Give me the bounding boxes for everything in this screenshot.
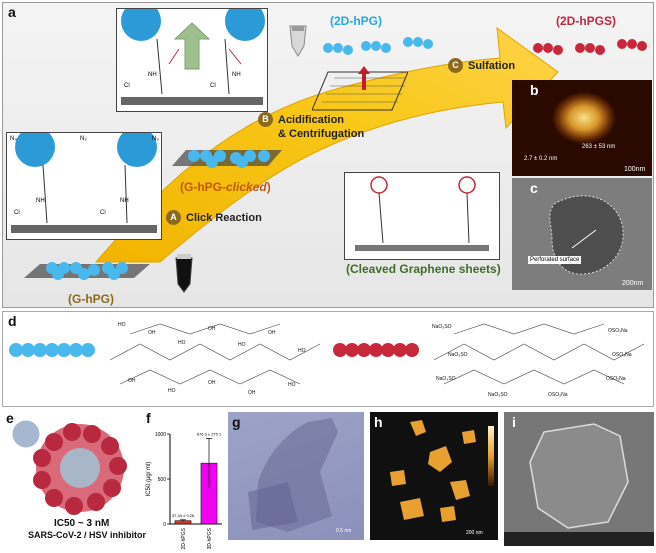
step-b-badge: B bbox=[258, 112, 273, 127]
2d-hpg-flakes-icon bbox=[323, 37, 433, 55]
panel-d-hpg-sheet-icon bbox=[9, 343, 95, 357]
azide-structure-inset bbox=[6, 127, 162, 240]
g-hpg-label: (G-hPG) bbox=[68, 292, 114, 306]
step-b-label-2: & Centrifugation bbox=[278, 128, 365, 140]
hpg-label: HO bbox=[238, 342, 246, 348]
hpg-label: HO bbox=[178, 340, 186, 346]
g-hpg-clicked-label: (G-hPG-clicked) bbox=[180, 180, 271, 194]
step-b-label-1: Acidification bbox=[278, 114, 345, 126]
hpgs-label: NaO₃SO bbox=[488, 392, 508, 398]
n3-label-3: N₃ bbox=[152, 136, 159, 142]
2d-hpgs-label: (2D-hPGS) bbox=[556, 14, 616, 28]
clicked-sheet-icon bbox=[172, 150, 282, 168]
cleaved-structure-inset bbox=[344, 172, 500, 260]
hpgs-label: OSO₃Na bbox=[612, 352, 632, 358]
synthesis-arrow bbox=[94, 26, 559, 263]
panel-i-sem-image bbox=[504, 412, 654, 546]
panel-c-scale: 200nm bbox=[622, 280, 644, 287]
panel-d-hpg-labels: HO OH HO OH HO OH HO OH HO OH OH HO bbox=[108, 318, 318, 402]
panel-b-letter: b bbox=[530, 82, 539, 98]
hpgs-label: OSO₃Na bbox=[606, 376, 626, 382]
n3-label-1: N₃ bbox=[10, 136, 17, 142]
height-colorbar bbox=[488, 426, 494, 486]
hpg-label: HO bbox=[168, 388, 176, 394]
hpg-label: OH bbox=[208, 380, 216, 386]
graphene-lattice-icon bbox=[312, 66, 408, 111]
category-label: 2D-hPGS bbox=[181, 527, 187, 549]
hpg-label: OH bbox=[128, 378, 136, 384]
panel-d-hpgs-sheet-icon bbox=[333, 343, 419, 357]
hpgs-label: NaO₃SO bbox=[432, 324, 452, 330]
2d-hpgs-flakes-icon bbox=[533, 39, 647, 55]
n3-label-2: N₃ bbox=[80, 136, 87, 142]
centrifuge-tube-icon bbox=[289, 25, 307, 57]
panel-i-letter: i bbox=[512, 414, 516, 430]
nh-label-1: NH bbox=[148, 72, 157, 78]
y-axis-label: IC50 (μg/ ml) bbox=[146, 462, 152, 497]
panel-h-afm-image bbox=[370, 412, 498, 540]
hpg-label: HO bbox=[288, 382, 296, 388]
panel-g-scale: 0.5 nm bbox=[336, 528, 352, 534]
step-c-badge: C bbox=[448, 58, 463, 73]
panel-g-letter: g bbox=[232, 414, 241, 430]
panel-b-afm-image bbox=[512, 80, 652, 176]
step-c-label: Sulfation bbox=[468, 60, 516, 72]
hpgs-label: OSO₃Na bbox=[608, 328, 628, 334]
panel-a-letter: a bbox=[8, 4, 16, 20]
panel-c-tem-image bbox=[512, 178, 652, 290]
category-label: 3D-hPGS bbox=[207, 527, 213, 549]
hpg-label: OH bbox=[268, 330, 276, 336]
ic50-label: IC50 ~ 3 nM bbox=[54, 518, 110, 529]
cl-label-4: Cl bbox=[100, 210, 106, 216]
hpgs-label: OSO₃Na bbox=[548, 392, 568, 398]
g-hpg-sheet-icon bbox=[24, 262, 150, 280]
panel-f-letter: f bbox=[146, 410, 151, 426]
panel-d-hpg-structure bbox=[109, 323, 321, 385]
nh-label-4: NH bbox=[120, 198, 129, 204]
panel-e-letter: e bbox=[6, 410, 14, 426]
cleaved-graphene-label: (Cleaved Graphene sheets) bbox=[346, 262, 501, 276]
panel-b-scale: 100nm bbox=[624, 166, 646, 173]
data-label: 676.3 ± 275.1 bbox=[197, 431, 222, 436]
hpg-label: OH bbox=[148, 330, 156, 336]
cl-label-1: Cl bbox=[124, 83, 130, 89]
panel-g-tem-image bbox=[228, 412, 364, 540]
sample-vial-icon bbox=[175, 254, 193, 293]
data-label: 37.34 ± 9.26 bbox=[172, 513, 195, 518]
hpgs-label: NaO₃SO bbox=[436, 376, 456, 382]
hpg-label: HO bbox=[118, 322, 126, 328]
clicked-structure-inset bbox=[116, 1, 268, 112]
panel-d bbox=[2, 311, 654, 407]
nh-label-3: NH bbox=[36, 198, 45, 204]
hpg-label: OH bbox=[248, 390, 256, 396]
step-a-badge: A bbox=[166, 210, 181, 225]
panel-d-hpgs-structure bbox=[433, 323, 645, 385]
y-tick-label: 1000 bbox=[155, 432, 166, 438]
cl-label-2: Cl bbox=[210, 83, 216, 89]
hpg-label: OH bbox=[208, 326, 216, 332]
panel-c-annotation: Perforated surface bbox=[528, 256, 582, 264]
hpg-label: HO bbox=[298, 348, 306, 354]
virus-inhibitor-illustration bbox=[11, 419, 127, 515]
panel-b-measure-1: 263 ± 53 nm bbox=[582, 144, 616, 150]
y-tick-label: 0 bbox=[163, 522, 166, 528]
panel-c-letter: c bbox=[530, 180, 538, 196]
cl-label-3: Cl bbox=[14, 210, 20, 216]
panel-d-letter: d bbox=[8, 313, 17, 329]
y-tick-label: 500 bbox=[158, 477, 167, 483]
nh-label-2: NH bbox=[232, 72, 241, 78]
2d-hpg-label: (2D-hPG) bbox=[330, 14, 382, 28]
panel-b-measure-2: 2.7 ± 0.2 nm bbox=[524, 156, 558, 162]
panel-h-scale: 200 nm bbox=[466, 530, 483, 536]
step-a-label: Click Reaction bbox=[186, 212, 262, 224]
inhibitor-caption: SARS-CoV-2 / HSV inhibitor bbox=[28, 530, 147, 540]
panel-h-letter: h bbox=[374, 414, 383, 430]
hpgs-label: NaO₃SO bbox=[448, 352, 468, 358]
panel-d-hpgs-labels: NaO₃SO OSO₃Na NaO₃SO OSO₃Na NaO₃SO OSO₃N… bbox=[428, 318, 650, 402]
